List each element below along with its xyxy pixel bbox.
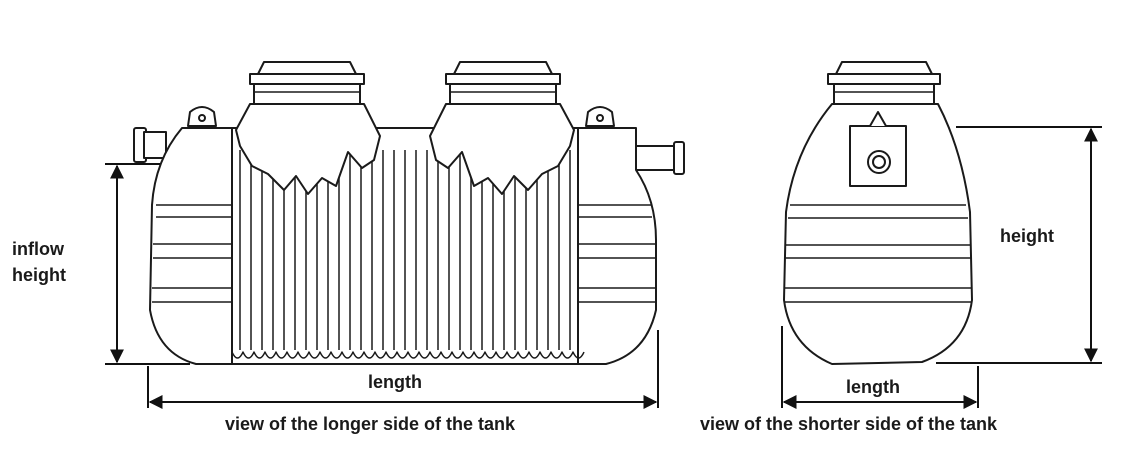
long-side-caption: view of the longer side of the tank [225,414,516,434]
tank-long-side-view [133,61,685,365]
dome-right [429,103,575,195]
tank-short-side-view [783,61,973,365]
inflow-height-label-line2: height [12,265,66,285]
riser-end-view [827,61,941,105]
end-cap-left [149,127,237,365]
inflow-height-label: inflow height [12,236,66,288]
dome-left [235,103,381,195]
short-side-length-label: length [846,377,900,397]
long-side-dimensions [105,163,659,409]
height-label: height [1000,226,1054,246]
end-cap-right [575,127,657,365]
short-side-caption: view of the shorter side of the tank [700,414,998,434]
inlet-pipe [133,127,167,163]
short-side-dimensions [781,126,1102,409]
outlet-pipe [635,141,685,175]
riser-right [445,61,561,105]
tank-end-profile [783,103,973,365]
inflow-height-label-line1: inflow [12,239,64,259]
riser-left [249,61,365,105]
long-side-length-label: length [368,372,422,392]
